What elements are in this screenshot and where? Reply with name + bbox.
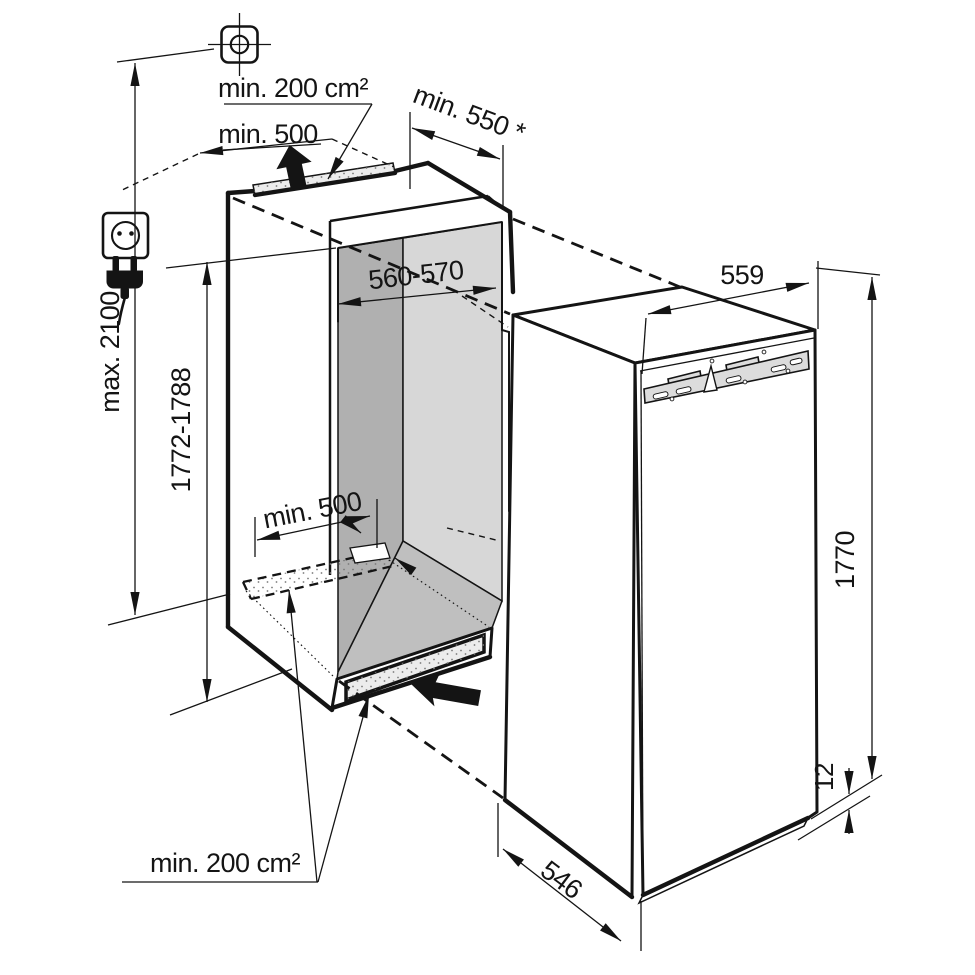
dim-top-vent: min. 200 cm²: [218, 73, 373, 180]
niche-opening-top-edge: [329, 194, 489, 223]
dimensions: max. 2100 1772-1788 min. 200 cm² min. 50…: [95, 63, 883, 951]
dim-bottom-vent: min. 200 cm²: [122, 589, 370, 883]
dim-appliance-height-label: 1770: [830, 531, 860, 589]
dim-appliance-height: 1770: [815, 267, 881, 779]
power-socket-icon: [101, 211, 150, 260]
dim-max-height: max. 2100: [95, 63, 231, 626]
dim-top-clearance-label: min. 500: [218, 119, 318, 149]
mounting-bracket: [643, 349, 810, 404]
bracket-notch: [703, 363, 718, 393]
dim-niche-height: 1772-1788: [165, 247, 337, 716]
floor-vent-recess: [349, 542, 391, 564]
dim-top-vent-label: min. 200 cm²: [218, 73, 369, 103]
dim-appliance-width-label: 559: [720, 260, 764, 290]
plinth-vent: [329, 626, 494, 711]
dim-base-gap-label: 12: [809, 763, 839, 791]
top-vent-slot: [252, 162, 398, 198]
dim-bottom-vent-label: min. 200 cm²: [150, 848, 301, 878]
projection-line-top-left: [232, 196, 511, 316]
appliance-door-face: [633, 328, 819, 897]
dim-niche-height-label: 1772-1788: [166, 368, 196, 493]
niche-cabinet: [225, 144, 516, 713]
niche-ceiling-inner-edge: [337, 221, 503, 249]
dim-niche-depth-label: min. 550 *: [409, 79, 530, 148]
dim-appliance-depth-label: 546: [535, 855, 588, 905]
dim-top-clearance: min. 500: [119, 119, 395, 192]
airflow-arrow-bottom-icon: [411, 671, 481, 707]
projection-line-top-right: [512, 217, 681, 289]
ceiling-reference-icon: [208, 13, 271, 76]
ceiling-reference-line: [116, 48, 215, 63]
appliance-left-face: [503, 313, 637, 899]
dim-max-height-label: max. 2100: [95, 291, 125, 413]
dim-base-gap: 12: [797, 763, 883, 841]
appliance: [502, 285, 819, 905]
dim-appliance-width: 559: [641, 260, 819, 375]
airflow-arrow-top-icon: [276, 144, 312, 191]
